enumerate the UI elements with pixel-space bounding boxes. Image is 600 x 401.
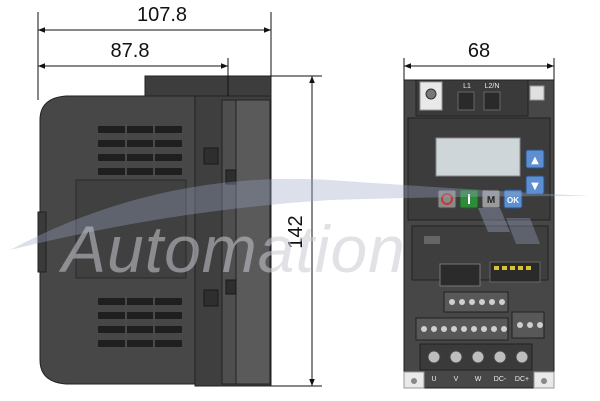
svg-text:▲: ▲ (531, 155, 539, 166)
key-menu[interactable] (481, 189, 501, 209)
terminal-label-1: V (454, 376, 459, 383)
svg-text:M: M (487, 195, 495, 206)
terminal-label-2: W (475, 376, 482, 383)
bottom-terminal-labels: U V W DC- DC+ (431, 376, 529, 383)
body-depth-label: 87.8 (111, 40, 150, 62)
svg-text:OK: OK (507, 196, 519, 205)
key-up[interactable] (525, 149, 545, 169)
key-stop[interactable] (437, 189, 457, 209)
svg-text:▼: ▼ (531, 181, 539, 192)
terminal-label-0: U (431, 376, 436, 383)
terminal-label-3: DC- (494, 376, 507, 383)
front-view: L1 L2/N ▲ ▼ M OK (403, 79, 555, 389)
dim-width: 68 (403, 40, 555, 80)
side-view (37, 75, 272, 387)
width-label: 68 (468, 40, 490, 62)
dim-body-depth: 87.8 (38, 40, 229, 96)
dim-overall-depth: 107.8 (37, 4, 272, 100)
key-down[interactable] (525, 175, 545, 195)
dim-height: 142 (271, 75, 322, 387)
height-label: 142 (285, 215, 307, 248)
key-ok[interactable] (503, 189, 523, 209)
watermark-text: Automation (58, 212, 406, 286)
terminal-l1-label: L1 (463, 83, 471, 90)
terminal-label-4: DC+ (515, 376, 529, 383)
overall-depth-label: 107.8 (137, 4, 187, 26)
lcd-display (435, 137, 521, 177)
terminal-l2n-label: L2/N (485, 83, 500, 90)
watermark: Automation (10, 178, 590, 286)
